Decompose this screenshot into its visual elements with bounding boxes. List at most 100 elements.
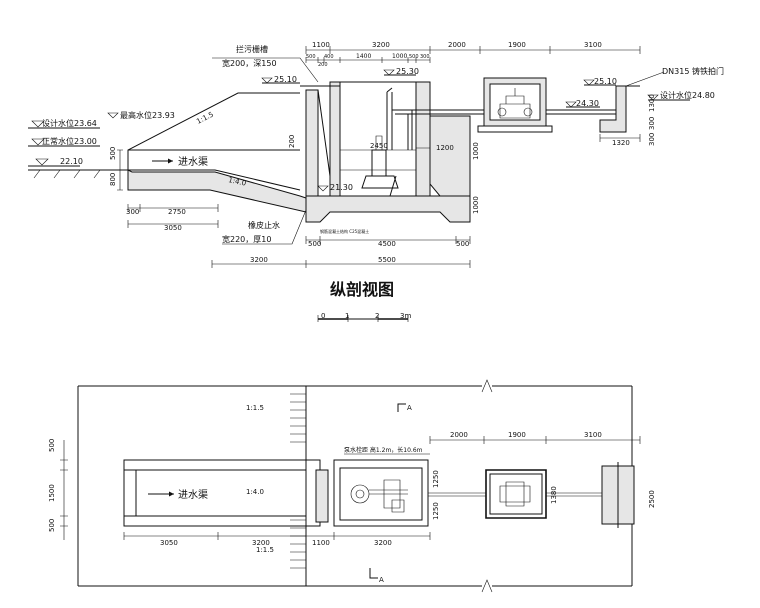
plan-dim-3200: 3200 — [252, 539, 270, 547]
upper-embankment-slope — [127, 92, 300, 170]
bottom-dimension-chain — [127, 204, 471, 268]
plan-dim-2000: 2000 — [450, 431, 468, 439]
plan-pipe — [428, 492, 610, 497]
trash-rack-label: 拦污栅槽 — [236, 44, 268, 54]
inlet-channel-label: 进水渠 — [178, 156, 208, 168]
cut-mark-bottom: A — [379, 576, 384, 584]
plan-view: 1:1.5 1:4.0 1:1.5 进水渠 泵水栓距 高1.2m，长10.6m — [48, 379, 656, 593]
plan-bottom-dims — [123, 532, 431, 540]
plan-dim-right-1380: 1380 — [550, 486, 558, 504]
water-level-markers-left: 设计水位23.64 正常水位23.00 22.10 最高水位23.93 — [28, 110, 175, 167]
dim-top-1900: 1900 — [508, 41, 526, 49]
dim-bottom-300: 300 — [126, 208, 139, 216]
dim-bottom-4500: 4500 — [378, 240, 396, 248]
dim-top-3100: 3100 — [584, 41, 602, 49]
plan-dim-3050: 3050 — [160, 539, 178, 547]
dim-bottom-500: 500 — [308, 240, 321, 248]
dim-sub-500: 500 — [306, 54, 316, 60]
dim-well-1000: 1000 — [472, 196, 480, 214]
plan-dim-1100: 1100 — [312, 539, 330, 547]
dim-sub-1000: 1000 — [392, 53, 407, 60]
pump-well-structure — [300, 81, 471, 223]
trash-rack-annotation: 拦污栅槽 宽200，深150 — [212, 44, 319, 83]
scale-tick-2: 2 — [375, 312, 379, 320]
plan-dim-left-500: 500 — [48, 439, 56, 452]
section-title: 纵剖视图 — [330, 280, 394, 299]
dim-right-300: 300 — [648, 117, 656, 130]
slope-upper-label: 1:1.5 — [195, 111, 215, 126]
plan-slope-bottom: 1:1.5 — [256, 546, 274, 554]
plan-left-dims — [60, 440, 68, 540]
cut-mark-top: A — [407, 404, 412, 412]
level-out-mid: 24.30 — [576, 99, 599, 108]
level-out-top: 25.10 — [594, 77, 617, 86]
level-top-left: 25.10 — [274, 75, 297, 84]
dim-top-1100: 1100 — [312, 41, 330, 49]
dim-sub-1400: 1400 — [356, 53, 371, 60]
dim-left-500: 500 — [109, 147, 117, 160]
dim-inner-2450: 2450 — [370, 142, 388, 150]
plan-valve-chamber — [485, 469, 547, 519]
submersible-pump — [361, 135, 399, 197]
inner-dims — [340, 147, 430, 151]
plan-dim-1900: 1900 — [508, 431, 526, 439]
ground-level-left: 22.10 — [60, 157, 83, 166]
plan-inlet-arrow — [148, 491, 174, 497]
plan-pump-well — [333, 459, 429, 527]
scale-tick-1: 1 — [345, 312, 349, 320]
dim-well-200: 200 — [288, 135, 296, 148]
dim-bottom-2750: 2750 — [168, 208, 186, 216]
dim-bottom-5500: 5500 — [378, 256, 396, 264]
plan-pump — [350, 479, 408, 513]
plan-dim-right-2500: 2500 — [648, 490, 656, 508]
slope-lower-label: 1:4.0 — [228, 176, 247, 188]
section-cut-marks: A A — [369, 403, 412, 584]
scale-bar: 0 1 2 3m — [317, 312, 411, 322]
dim-left-800: 800 — [109, 173, 117, 186]
level-marks-well: 25.10 25.30 21.30 — [261, 67, 419, 192]
scale-tick-0: 0 — [321, 312, 325, 320]
slope-hatch — [290, 393, 306, 569]
longitudinal-section: 1:1.5 1:4.0 进水渠 设计水位23.64 正常水位23.00 22.1… — [28, 41, 724, 322]
plan-dim-3200b: 3200 — [374, 539, 392, 547]
top-dimension-chain — [305, 46, 641, 63]
level-bottom: 21.30 — [330, 183, 353, 192]
dim-sub-400: 400 — [324, 54, 334, 60]
dim-inner-1200: 1200 — [436, 144, 454, 152]
rubber-stop-size: 宽220，厚10 — [222, 234, 271, 244]
design-water-level-left: 设计水位23.64 — [42, 118, 97, 128]
dim-right-1320: 1320 — [612, 139, 630, 147]
dim-top-2000: 2000 — [448, 41, 466, 49]
normal-water-level: 正常水位23.00 — [42, 136, 97, 146]
dim-sub-500b: 500 — [409, 54, 419, 60]
ground-hatch — [33, 169, 101, 179]
rubber-stop-label: 橡皮止水 — [248, 220, 280, 230]
dim-right-300b: 300 — [648, 133, 656, 146]
dim-bottom-500b: 500 — [456, 240, 469, 248]
plan-inlet-channel — [123, 459, 321, 527]
dim-bottom-3200: 3200 — [250, 256, 268, 264]
left-vertical-dims — [117, 149, 123, 191]
scale-tick-3m: 3m — [400, 312, 411, 320]
highest-water-level: 最高水位23.93 — [120, 110, 175, 120]
plan-boundary — [77, 385, 633, 587]
trash-rack-size: 宽200，深150 — [222, 58, 277, 68]
plan-inlet-label: 进水渠 — [178, 489, 208, 501]
plan-dim-mid-1250: 1250 — [432, 470, 440, 488]
valve-chamber — [477, 77, 553, 133]
dim-sub-200: 200 — [318, 62, 328, 68]
plan-slope-lower: 1:4.0 — [246, 488, 264, 496]
plan-top-dims — [429, 436, 641, 444]
outlet-pipe-label: DN315 铸铁拍门 — [662, 66, 724, 76]
design-water-level-right: 设计水位24.80 — [660, 90, 715, 100]
plan-dim-3100: 3100 — [584, 431, 602, 439]
outlet-structure: 25.10 24.30 设计水位24.80 DN315 铸铁拍门 — [546, 66, 724, 133]
plan-dim-left-500b: 500 — [48, 519, 56, 532]
dim-sub-300: 300 — [420, 54, 430, 60]
plan-trash-rack — [315, 469, 329, 523]
well-note: 钢筋混凝土结构 C25混凝土 — [320, 228, 369, 234]
inlet-channel-concrete — [127, 169, 307, 213]
plan-valve-equipment — [499, 481, 531, 507]
dim-right-1300: 1300 — [648, 94, 656, 112]
